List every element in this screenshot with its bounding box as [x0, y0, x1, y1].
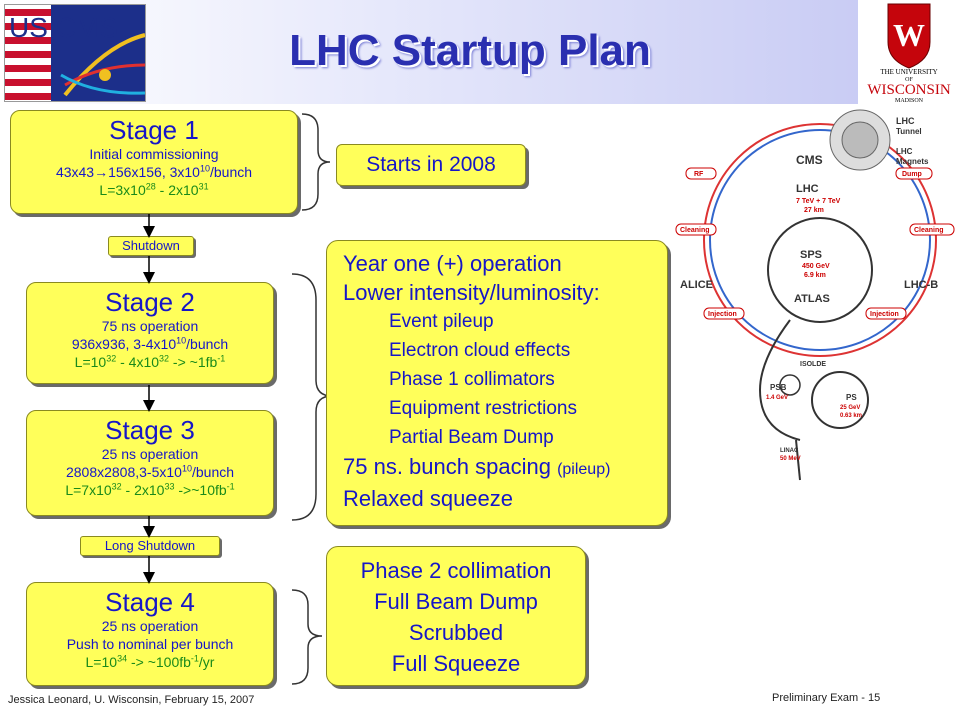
stage-4-line-1: 25 ns operation — [101, 618, 199, 634]
stage-3-luminosity: L=7x1032 - 2x1033 ->~10fb-1 — [65, 481, 235, 498]
uw-logo: W THE UNIVERSITY OF WISCONSIN MADISON — [860, 2, 958, 104]
year-one-heading: Year one (+) operation — [343, 251, 562, 276]
uw-crest-letter: W — [893, 17, 925, 53]
phase-2-box: Phase 2 collimation Full Beam Dump Scrub… — [326, 546, 586, 686]
stage-1-line-2: 43x43→156x156, 3x1010/bunch — [55, 163, 253, 180]
year-one-item: Phase 1 collimators — [389, 369, 555, 390]
stage-1-title: Stage 1 — [109, 115, 199, 145]
arrow-right-icon: → — [94, 164, 109, 180]
stage-2-box: Stage 2 75 ns operation 936x936, 3-4x101… — [26, 282, 274, 384]
long-shutdown-tag: Long Shutdown — [80, 536, 220, 556]
starts-in-2008-box: Starts in 2008 — [336, 144, 526, 186]
stage-4-box: Stage 4 25 ns operation Push to nominal … — [26, 582, 274, 686]
us-cms-logo: US CMS — [4, 4, 146, 102]
uw-top-text: THE UNIVERSITY — [880, 68, 937, 76]
stage-1-line-1: Initial commissioning — [89, 146, 219, 162]
stage-2-line-2: 936x936, 3-4x1010/bunch — [71, 335, 229, 352]
shutdown-tag: Shutdown — [108, 236, 194, 256]
stage-4-title: Stage 4 — [105, 587, 195, 617]
lower-intensity-heading: Lower intensity/luminosity: — [343, 280, 600, 305]
stage-3-line-2: 2808x2808,3-5x1010/bunch — [65, 463, 235, 480]
stage-2-luminosity: L=1032 - 4x1032 -> ~1fb-1 — [74, 353, 226, 370]
year-one-box: Year one (+) operation Lower intensity/l… — [326, 240, 668, 526]
cms-logo-text: US CMS — [9, 12, 118, 43]
footer-author: Jessica Leonard, U. Wisconsin, February … — [8, 694, 255, 706]
bunch-spacing-line: 75 ns. bunch spacing (pileup) — [343, 454, 611, 479]
stage-3-title: Stage 3 — [105, 415, 195, 445]
page-title: LHC Startup Plan — [289, 26, 651, 75]
brace-stage4 — [291, 589, 323, 685]
stage-4-line-2: Push to nominal per bunch — [66, 636, 234, 652]
year-one-item: Electron cloud effects — [389, 340, 571, 361]
starts-in-2008-text: Starts in 2008 — [366, 153, 496, 176]
phase-2-line: Scrubbed — [408, 620, 504, 645]
year-one-item: Equipment restrictions — [389, 398, 577, 419]
year-one-item: Event pileup — [389, 311, 494, 332]
relaxed-squeeze-line: Relaxed squeeze — [343, 486, 514, 511]
year-one-item: Partial Beam Dump — [389, 427, 554, 448]
stage-1-box: Stage 1 Initial commissioning 43x43→156x… — [10, 110, 298, 214]
uw-bottom-text: MADISON — [895, 98, 924, 104]
uw-of-text: OF — [905, 77, 913, 83]
stage-3-line-1: 25 ns operation — [101, 446, 199, 462]
phase-2-line: Phase 2 collimation — [360, 558, 552, 583]
stage-2-title: Stage 2 — [105, 287, 195, 317]
stage-3-box: Stage 3 25 ns operation 2808x2808,3-5x10… — [26, 410, 274, 516]
stage-1-luminosity: L=3x1028 - 2x1031 — [99, 181, 209, 198]
brace-stage1 — [301, 113, 331, 211]
stage-4-luminosity: L=1034 -> ~100fb-1/yr — [85, 653, 215, 670]
flag-stripes-icon — [5, 5, 51, 101]
phase-2-line: Full Beam Dump — [374, 589, 538, 614]
uw-name-text: WISCONSIN — [867, 82, 951, 98]
stage-2-line-1: 75 ns operation — [101, 318, 199, 334]
footer-page-number: Preliminary Exam - 15 — [772, 692, 881, 704]
phase-2-line: Full Squeeze — [391, 651, 521, 676]
